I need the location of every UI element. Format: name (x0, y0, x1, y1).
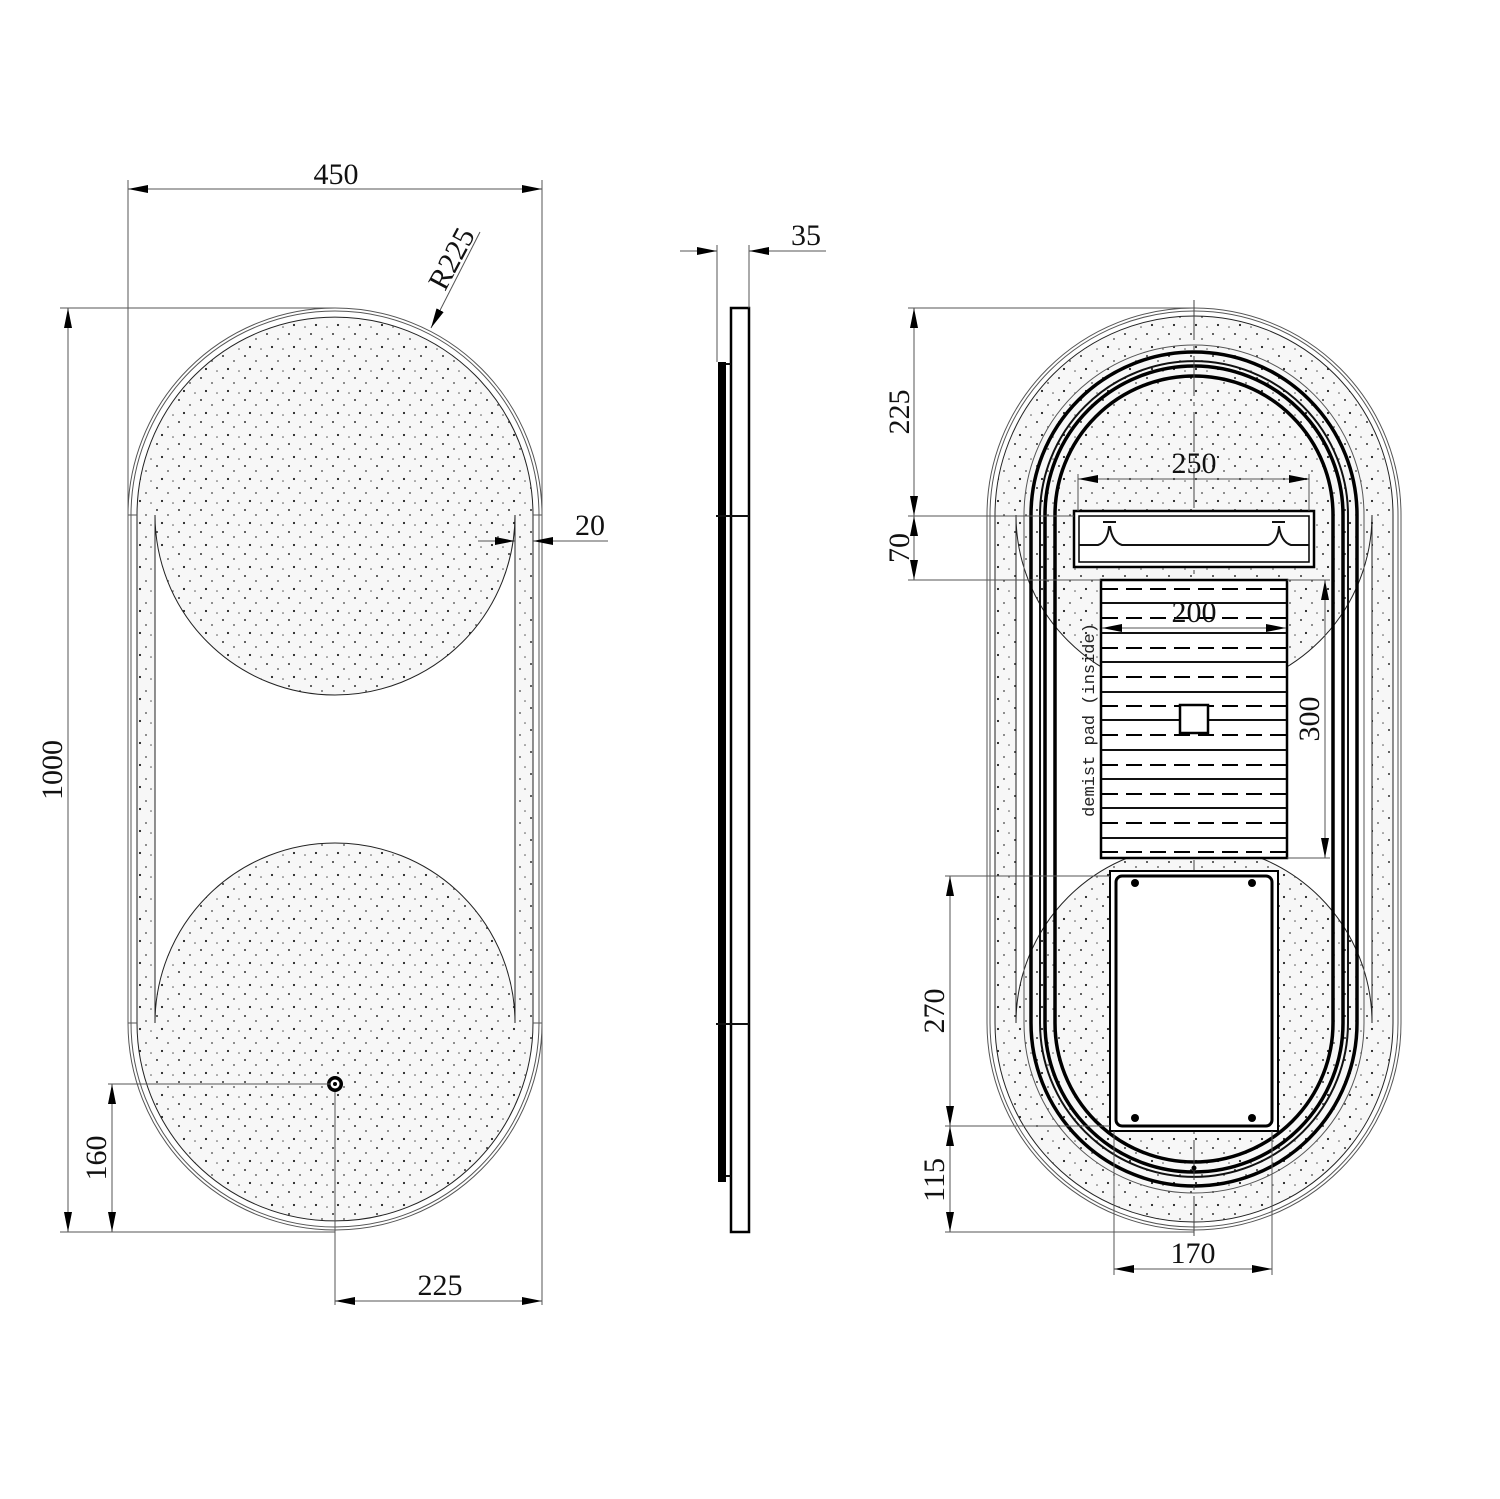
front-frosted-band (136, 316, 534, 1222)
dim-driver-width: 170 (1171, 1237, 1216, 1270)
driver-box (1109, 870, 1279, 1132)
dim-demist-height: 300 (1293, 697, 1326, 742)
dim-band-width: 20 (575, 509, 605, 542)
rear-backplate-inner (1053, 374, 1335, 1164)
dim-depth: 35 (791, 219, 821, 252)
side-mirror-body (729, 306, 751, 1234)
dim-bracket-width: 250 (1172, 447, 1217, 480)
front-view: 450 R225 1000 20 160 225 (36, 158, 608, 1305)
rear-backplate-outer (1029, 350, 1359, 1188)
dim-corner-radius: R225 (422, 222, 482, 295)
dim-overall-width: 450 (314, 158, 359, 191)
demist-pad-label: demist pad (inside) (1081, 623, 1100, 817)
rear-view: demist pad (inside) 225 70 250 200 (883, 300, 1402, 1275)
dim-switch-height: 160 (80, 1136, 113, 1181)
touch-switch-icon (327, 1076, 343, 1092)
dim-driver-height: 270 (918, 989, 951, 1034)
hanging-bracket (1072, 509, 1316, 569)
dim-top-to-bracket: 225 (883, 390, 916, 435)
dim-driver-bottom: 115 (918, 1158, 951, 1202)
dim-demist-width: 200 (1172, 596, 1217, 629)
dim-bracket-height: 70 (883, 533, 916, 563)
dim-overall-height: 1000 (36, 740, 69, 800)
side-backplate (718, 362, 726, 1182)
dim-switch-offset: 225 (418, 1269, 463, 1302)
side-view: 35 (680, 219, 826, 1234)
